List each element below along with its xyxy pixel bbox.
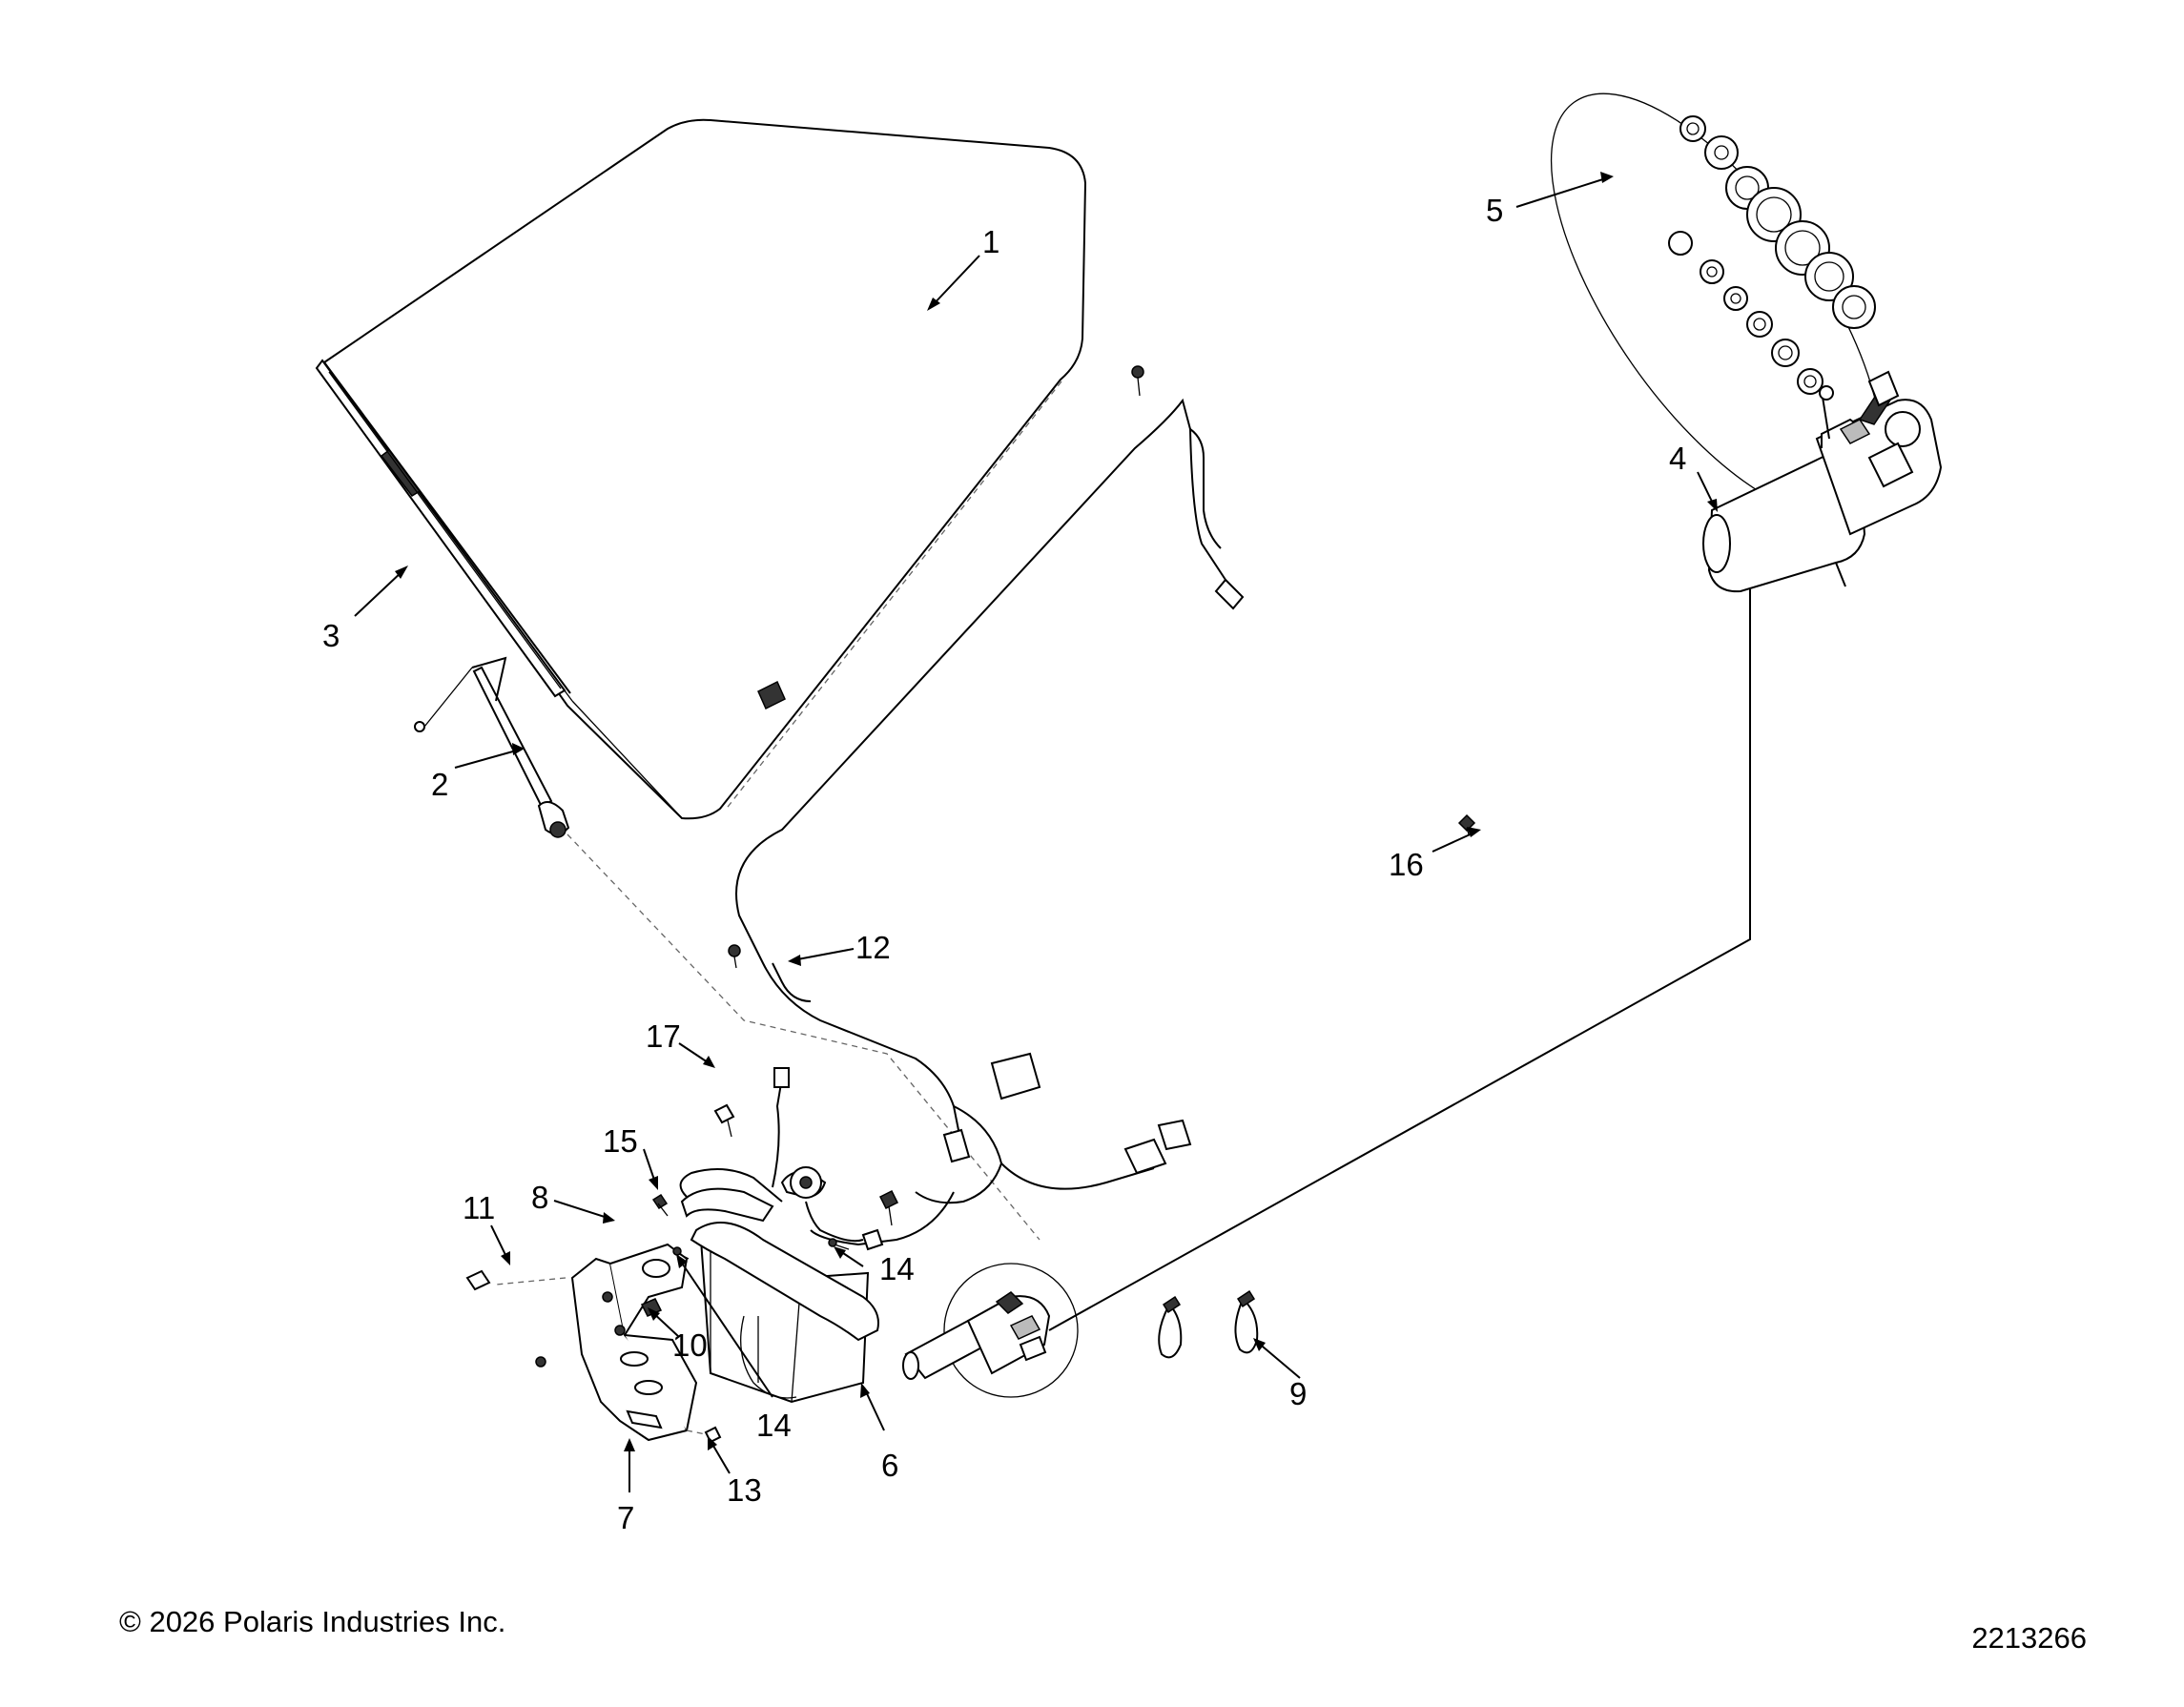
callout-8: 8	[531, 1180, 548, 1215]
callout-16: 16	[1389, 847, 1424, 882]
callout-7: 7	[617, 1500, 634, 1535]
callout-14-upper: 14	[879, 1251, 915, 1286]
washer-reservoir	[679, 1067, 884, 1404]
callout-14-lower: 14	[756, 1408, 792, 1443]
callout-9: 9	[1289, 1376, 1307, 1411]
cable-ties	[1158, 1289, 1259, 1359]
callout-11: 11	[463, 1190, 495, 1225]
callout-1: 1	[982, 224, 999, 259]
drawing-number: 2213266	[1971, 1621, 2087, 1655]
callout-12: 12	[855, 930, 891, 965]
windshield-panel	[322, 118, 1087, 820]
callout-15: 15	[603, 1123, 638, 1159]
wire-harness	[728, 365, 1245, 1246]
dashed-reference-lines	[567, 833, 1040, 1241]
fasteners	[465, 813, 1476, 1444]
wiper-arm	[414, 656, 570, 838]
callout-labels: 1 2 3 4 5 6 7 8 9 10 11 12 13 14 14 15 1…	[322, 193, 1686, 1535]
leader-lines	[354, 172, 1718, 1492]
copyright-notice: © 2026 Polaris Industries Inc.	[119, 1605, 506, 1638]
callout-2: 2	[431, 767, 448, 802]
callout-4: 4	[1669, 441, 1686, 476]
wiper-blade	[315, 359, 567, 698]
nuts-washers	[1668, 115, 1876, 395]
callout-3: 3	[322, 618, 340, 653]
callout-13: 13	[727, 1472, 762, 1508]
callout-5: 5	[1486, 193, 1503, 228]
mounting-bracket	[495, 1243, 711, 1442]
motor-reference-line	[1048, 589, 1751, 1331]
callout-10: 10	[672, 1327, 708, 1363]
callout-6: 6	[881, 1448, 898, 1483]
wiper-motor-top	[1702, 370, 1943, 593]
callout-17: 17	[646, 1018, 681, 1054]
hardware-kit-oval	[1550, 93, 1884, 518]
motor-detail-circle	[902, 1263, 1079, 1398]
